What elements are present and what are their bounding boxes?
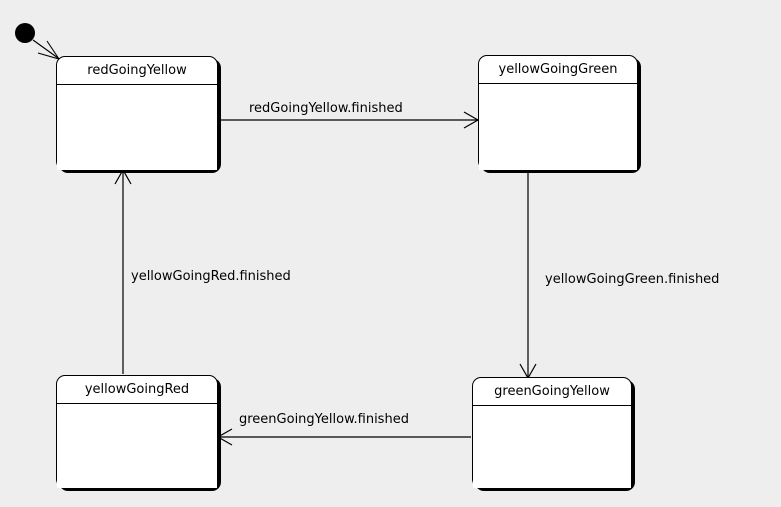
initial-state-icon xyxy=(15,23,35,43)
state-node-greenGoingYellow[interactable]: greenGoingYellow xyxy=(472,377,632,488)
state-body-yellowGoingGreen xyxy=(479,84,637,170)
state-body-yellowGoingRed xyxy=(57,404,217,488)
transition-greenGoingYellow-finished xyxy=(216,428,471,446)
state-title-yellowGoingRed: yellowGoingRed xyxy=(57,376,217,404)
transition-yellowGoingRed-finished xyxy=(114,168,132,374)
state-node-yellowGoingRed[interactable]: yellowGoingRed xyxy=(56,375,218,488)
state-title-redGoingYellow: redGoingYellow xyxy=(57,57,217,85)
transition-yellowGoingGreen-finished xyxy=(519,171,537,380)
state-body-redGoingYellow xyxy=(57,85,217,170)
transition-initial-to-redGoingYellow xyxy=(32,39,61,60)
transition-label-greenGoingYellow-finished: greenGoingYellow.finished xyxy=(239,412,409,427)
transition-label-yellowGoingGreen-finished: yellowGoingGreen.finished xyxy=(545,272,720,287)
transition-label-redGoingYellow-finished: redGoingYellow.finished xyxy=(249,101,403,116)
state-title-greenGoingYellow: greenGoingYellow xyxy=(473,378,631,406)
state-body-greenGoingYellow xyxy=(473,406,631,488)
state-title-yellowGoingGreen: yellowGoingGreen xyxy=(479,56,637,84)
state-node-yellowGoingGreen[interactable]: yellowGoingGreen xyxy=(478,55,638,170)
state-node-redGoingYellow[interactable]: redGoingYellow xyxy=(56,56,218,170)
transition-label-yellowGoingRed-finished: yellowGoingRed.finished xyxy=(131,269,291,284)
